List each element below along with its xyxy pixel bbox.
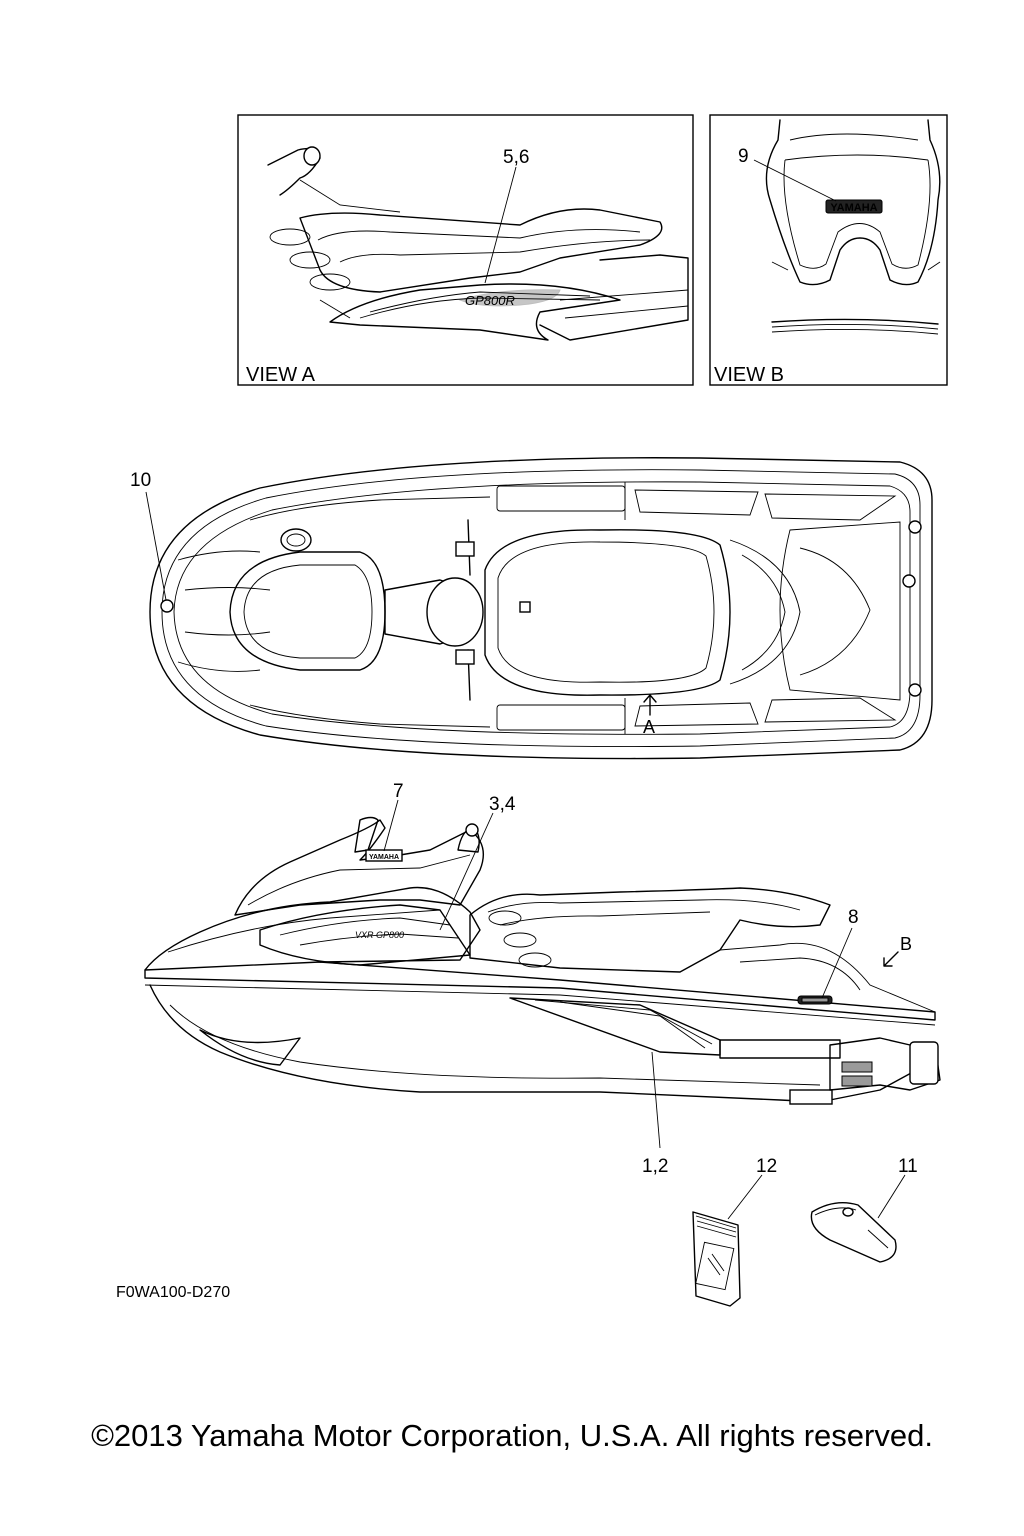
callout-12: 12 [756,1156,777,1177]
side-view: VXR GP800 YAMAHA B 7 3,4 8 1,2 [144,781,941,1177]
callout-10: 10 [130,470,151,491]
callout-9: 9 [738,146,749,167]
callout-8: 8 [848,907,859,928]
arrow-b-label: B [900,934,912,954]
part-11-cover: 11 [810,1156,918,1263]
diagram-code: F0WA100-D270 [116,1284,230,1301]
svg-text:VXR GP800: VXR GP800 [355,930,404,940]
part-12-pouch: 12 [692,1156,777,1307]
view-b-label: VIEW B [714,364,784,386]
top-view: A 10 [130,457,933,760]
yamaha-decal-9: YAMAHA [830,202,877,214]
yamaha-decal-7: YAMAHA [369,854,399,861]
callout-7: 7 [393,781,404,802]
view-a-inset: GP800R 5,6 VIEW A [237,114,694,386]
callout-5-6: 5,6 [503,147,529,168]
callout-1-2: 1,2 [642,1156,668,1177]
callout-3-4: 3,4 [489,794,516,815]
copyright-notice: ©2013 Yamaha Motor Corporation, U.S.A. A… [91,1418,933,1453]
arrow-a-label: A [643,717,655,737]
view-a-label: VIEW A [246,364,316,386]
svg-text:GP800R: GP800R [465,293,515,308]
callout-11: 11 [898,1156,918,1177]
view-b-inset: YAMAHA 9 VIEW B [709,114,948,386]
